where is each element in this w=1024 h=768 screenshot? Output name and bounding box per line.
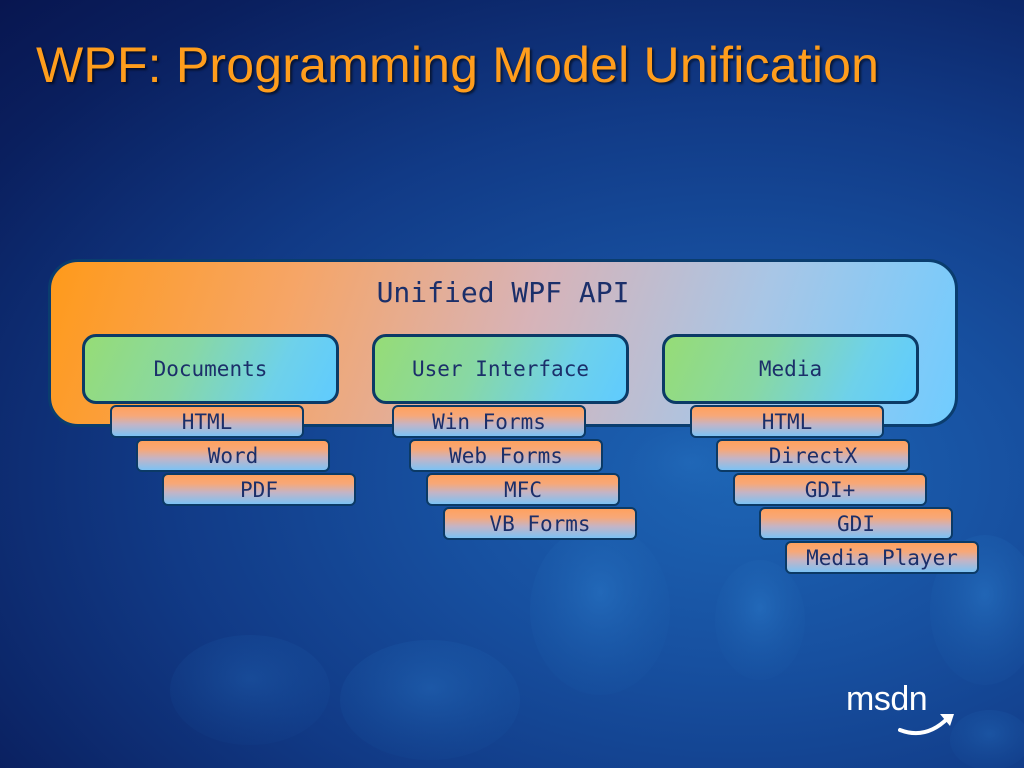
documents-item-pdf: PDF (162, 473, 356, 506)
media-item-gdi: GDI (759, 507, 953, 540)
ui-item-web-forms: Web Forms (409, 439, 603, 472)
slide-title: WPF: Programming Model Unification (36, 37, 880, 93)
pillar-media: Media (662, 334, 919, 404)
documents-item-word: Word (136, 439, 330, 472)
media-item-gdi-plus: GDI+ (733, 473, 927, 506)
pillar-user-interface: User Interface (372, 334, 629, 404)
documents-item-html: HTML (110, 405, 304, 438)
ui-item-win-forms: Win Forms (392, 405, 586, 438)
ui-item-mfc: MFC (426, 473, 620, 506)
media-item-html: HTML (690, 405, 884, 438)
media-item-media-player: Media Player (785, 541, 979, 574)
ui-item-vb-forms: VB Forms (443, 507, 637, 540)
msdn-swoosh-icon (898, 714, 954, 735)
unified-api-label: Unified WPF API (376, 276, 630, 309)
pillar-documents: Documents (82, 334, 339, 404)
media-item-directx: DirectX (716, 439, 910, 472)
msdn-logo: msdn (846, 680, 928, 718)
